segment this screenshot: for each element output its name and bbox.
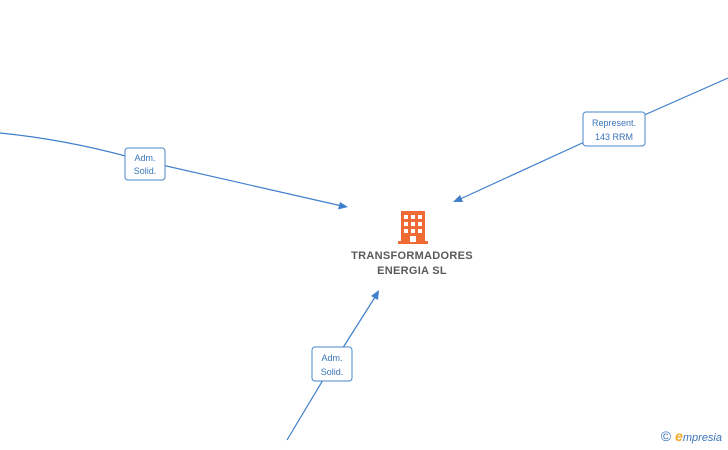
- edge-right-label[interactable]: Represent. 143 RRM: [582, 111, 646, 147]
- copyright-icon: ©: [660, 428, 672, 444]
- building-icon[interactable]: [398, 211, 428, 244]
- edge-bottom-label-line1: Adm.: [321, 353, 342, 363]
- edge-bottom-label-line2: Solid.: [321, 367, 344, 377]
- edge-left-label-line2: Solid.: [134, 166, 157, 176]
- brand-name: mpresia: [682, 432, 722, 444]
- edge-bottom-arrow: [371, 290, 379, 300]
- brand-watermark: ©empresia: [661, 428, 722, 444]
- company-node-label[interactable]: TRANSFORMADORES ENERGIA SL: [312, 249, 512, 279]
- edge-left-line: [0, 132, 343, 207]
- edge-bottom-label[interactable]: Adm. Solid.: [311, 346, 353, 382]
- edge-right-label-line1: Represent.: [592, 118, 636, 128]
- edge-right-arrow: [453, 195, 463, 202]
- edge-left-label[interactable]: Adm. Solid.: [124, 147, 166, 181]
- company-name-line1: TRANSFORMADORES: [351, 250, 473, 262]
- brand-initial: e: [675, 428, 683, 444]
- edge-right-label-line2: 143 RRM: [595, 132, 633, 142]
- company-name-line2: ENERGIA SL: [377, 265, 447, 277]
- edge-left: [0, 132, 348, 210]
- edge-left-arrow: [338, 202, 348, 210]
- edge-left-label-line1: Adm.: [134, 153, 155, 163]
